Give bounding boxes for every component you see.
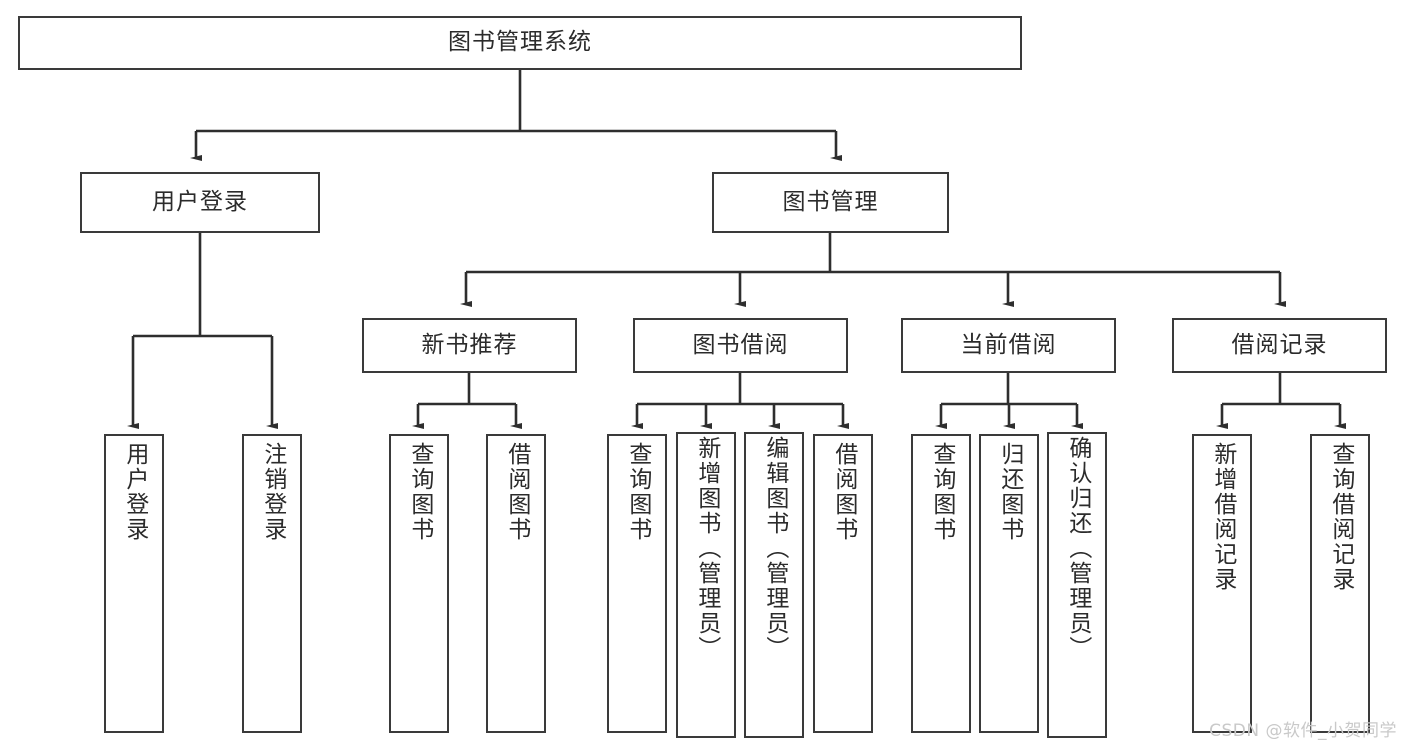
leaf-add-book-admin[interactable]: 新增图书（管理员） bbox=[676, 432, 736, 738]
node-current-borrow[interactable]: 当前借阅 bbox=[901, 318, 1116, 373]
leaf-return-book[interactable]: 归还图书 bbox=[979, 434, 1039, 733]
node-label: 新增图书（管理员） bbox=[693, 436, 720, 661]
node-label: 查询图书 bbox=[406, 442, 433, 542]
node-label: 图书管理 bbox=[782, 188, 879, 215]
node-label: 归还图书 bbox=[996, 442, 1023, 542]
leaf-user-login[interactable]: 用户登录 bbox=[104, 434, 164, 733]
leaf-edit-book-admin[interactable]: 编辑图书（管理员） bbox=[744, 432, 804, 738]
node-book-borrow[interactable]: 图书借阅 bbox=[633, 318, 848, 373]
leaf-query-borrow-record[interactable]: 查询借阅记录 bbox=[1310, 434, 1370, 733]
node-borrow-record[interactable]: 借阅记录 bbox=[1172, 318, 1387, 373]
leaf-logout[interactable]: 注销登录 bbox=[242, 434, 302, 733]
watermark-text: CSDN @软件_小贺同学 bbox=[1209, 721, 1397, 741]
node-label: 借阅记录 bbox=[1231, 331, 1328, 358]
node-label: 当前借阅 bbox=[960, 331, 1057, 358]
node-label: 新书推荐 bbox=[421, 331, 518, 358]
node-label: 借阅图书 bbox=[503, 442, 530, 542]
node-label: 注销登录 bbox=[259, 442, 286, 542]
leaf-confirm-return-admin[interactable]: 确认归还（管理员） bbox=[1047, 432, 1107, 738]
node-label: 编辑图书（管理员） bbox=[761, 436, 788, 661]
node-label: 图书借阅 bbox=[692, 331, 789, 358]
leaf-borrow-book-recommend[interactable]: 借阅图书 bbox=[486, 434, 546, 733]
node-label: 用户登录 bbox=[121, 442, 148, 542]
node-new-book-recommend[interactable]: 新书推荐 bbox=[362, 318, 577, 373]
node-label: 查询图书 bbox=[624, 442, 651, 542]
leaf-query-book-current[interactable]: 查询图书 bbox=[911, 434, 971, 733]
node-label: 用户登录 bbox=[152, 188, 248, 215]
node-label: 借阅图书 bbox=[830, 442, 857, 542]
node-label: 查询借阅记录 bbox=[1327, 442, 1354, 592]
node-user-login[interactable]: 用户登录 bbox=[80, 172, 320, 233]
leaf-query-book-borrow[interactable]: 查询图书 bbox=[607, 434, 667, 733]
node-book-management[interactable]: 图书管理 bbox=[712, 172, 949, 233]
node-label: 查询图书 bbox=[928, 442, 955, 542]
node-label: 确认归还（管理员） bbox=[1064, 436, 1091, 661]
node-label: 新增借阅记录 bbox=[1209, 442, 1236, 592]
node-label: 图书管理系统 bbox=[448, 29, 592, 56]
leaf-add-borrow-record[interactable]: 新增借阅记录 bbox=[1192, 434, 1252, 733]
leaf-query-book-recommend[interactable]: 查询图书 bbox=[389, 434, 449, 733]
leaf-borrow-book[interactable]: 借阅图书 bbox=[813, 434, 873, 733]
node-root-system[interactable]: 图书管理系统 bbox=[18, 16, 1022, 70]
